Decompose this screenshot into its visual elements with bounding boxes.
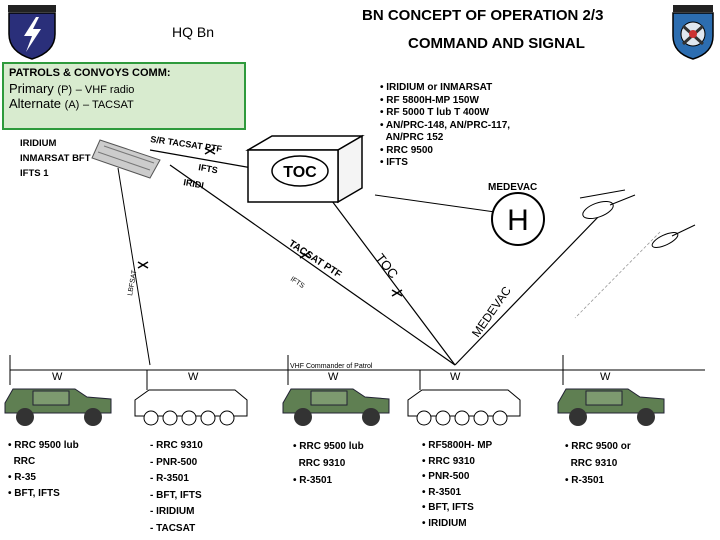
antenna-w: W bbox=[328, 371, 339, 383]
toc-comm-item: • RF 5000 T lub T 400W bbox=[380, 107, 490, 118]
link-arrow bbox=[137, 261, 149, 269]
link-label-toc: TOC bbox=[373, 251, 402, 282]
vehicle-comm-item: • BFT, IFTS bbox=[8, 488, 60, 499]
alternate-code: (A) bbox=[64, 99, 80, 111]
vehicle-comms-list-3: • RRC 9500 lub RRC 9310 • R-3501 bbox=[293, 438, 364, 489]
apc-icon bbox=[134, 370, 248, 426]
primary-line: Primary (P) – VHF radio bbox=[9, 81, 239, 96]
page-title: BN CONCEPT OF OPERATION 2/3 bbox=[362, 7, 604, 24]
helicopter-icon bbox=[579, 189, 636, 220]
link-label-ifts-small: IFTS bbox=[289, 276, 306, 290]
vehicle-comm-item: • RRC 9500 lub bbox=[293, 441, 364, 452]
patrol-comm-box: PATROLS & CONVOYS COMM: Primary (P) – VH… bbox=[2, 62, 246, 130]
alternate-line: Alternate (A) – TACSAT bbox=[9, 96, 239, 111]
satellite-icon bbox=[91, 139, 161, 179]
vehicle-comms-list-2: - RRC 9310 - PNR-500 - R-3501 - BFT, IFT… bbox=[150, 438, 203, 537]
toc-comm-item: • IRIDIUM or INMARSAT bbox=[380, 82, 493, 93]
antenna-w: W bbox=[450, 371, 461, 383]
vehicle-comm-item: • IRIDIUM bbox=[422, 517, 467, 529]
vehicle-comm-item: RRC 9310 bbox=[298, 458, 346, 469]
toc-comm-item: • RF 5800H-MP 150W bbox=[380, 94, 479, 106]
vehicle-comm-item: - RRC 9310 bbox=[150, 440, 203, 451]
unit-logo-right bbox=[670, 4, 716, 60]
link-arrow bbox=[391, 289, 403, 297]
toc-box: TOC bbox=[245, 134, 365, 204]
vehicle-comm-item: • R-35 bbox=[8, 472, 36, 483]
link-line-air bbox=[574, 231, 661, 319]
link-line-medevac-top bbox=[374, 194, 496, 213]
vehicle-comms-list-4: • RF5800H- MP • RRC 9310 • PNR-500 • R-3… bbox=[422, 438, 492, 531]
vehicle-comm-item: - TACSAT bbox=[150, 522, 196, 534]
vehicle-comm-item: • RRC 9310 bbox=[422, 455, 475, 467]
left-comm-item: INMARSAT BFT bbox=[20, 153, 91, 164]
vehicle-comm-item: RRC bbox=[13, 456, 36, 467]
toc-comm-item: AN/PRC 152 bbox=[385, 132, 444, 143]
antenna-w: W bbox=[52, 371, 63, 383]
link-line-toc-left bbox=[117, 167, 151, 366]
link-label-tacsat-ptf: TACSAT PTF bbox=[286, 238, 343, 280]
humvee-icon bbox=[557, 355, 665, 426]
toc-comm-item: • RRC 9500 bbox=[380, 144, 433, 156]
medevac-symbol: H bbox=[507, 204, 529, 237]
vehicle-comm-item: • RRC 9500 or bbox=[565, 441, 631, 452]
humvee-icon bbox=[282, 355, 390, 426]
vehicle-comm-item: - PNR-500 bbox=[150, 456, 198, 468]
medevac-label: MEDEVAC bbox=[488, 182, 537, 193]
vehicle-comm-item: • BFT, IFTS bbox=[422, 502, 474, 513]
hq-label: HQ Bn bbox=[172, 24, 215, 40]
left-comm-item: IFTS 1 bbox=[20, 168, 49, 179]
page-subtitle: COMMAND AND SIGNAL bbox=[408, 35, 585, 52]
unit-logo-left bbox=[6, 4, 58, 60]
antenna-w: W bbox=[188, 371, 199, 383]
link-label-ifts: IFTS bbox=[198, 162, 219, 175]
vehicle-comm-item: • R-3501 bbox=[422, 486, 462, 498]
primary-label: Primary bbox=[9, 81, 54, 96]
humvee-icon bbox=[4, 355, 112, 426]
apc-icon bbox=[407, 370, 521, 426]
left-comms-list: IRIDIUM INMARSAT BFT IFTS 1 bbox=[20, 136, 91, 181]
link-line-medevac bbox=[454, 214, 601, 366]
vhf-commander-label: VHF Commander of Patrol bbox=[290, 363, 373, 370]
link-arrow bbox=[204, 147, 216, 155]
vehicle-comm-item: • R-3501 bbox=[565, 475, 605, 486]
vehicle-comm-item: - R-3501 bbox=[150, 473, 189, 484]
vehicle-comm-item: - IRIDIUM bbox=[150, 506, 195, 517]
link-line-toc-vehicle bbox=[319, 184, 456, 366]
vehicle-comm-item: • PNR-500 bbox=[422, 471, 470, 482]
alternate-label: Alternate bbox=[9, 96, 62, 111]
toc-label: TOC bbox=[283, 164, 317, 181]
vehicle-comm-item: RRC 9310 bbox=[570, 458, 618, 469]
vehicle-comm-item: • R-3501 bbox=[293, 475, 333, 486]
alternate-value: – TACSAT bbox=[82, 99, 134, 111]
link-label-sr-tacsat: S/R TACSAT PTF bbox=[150, 134, 223, 154]
helipad-icon: H bbox=[491, 192, 545, 246]
left-comm-item: IRIDIUM bbox=[20, 138, 57, 149]
patrol-comm-heading: PATROLS & CONVOYS COMM: bbox=[9, 67, 171, 79]
primary-code: (P) bbox=[57, 84, 73, 96]
link-arrow bbox=[299, 251, 311, 259]
link-label-iridi: IRIDI bbox=[183, 177, 205, 190]
toc-comms-list: • IRIDIUM or INMARSAT • RF 5800H-MP 150W… bbox=[380, 82, 510, 170]
helicopter-icon bbox=[651, 224, 696, 248]
vehicle-comms-list-5: • RRC 9500 or RRC 9310 • R-3501 bbox=[565, 438, 631, 489]
antenna-w: W bbox=[600, 371, 611, 383]
link-label-lbfsat: LBFSAT bbox=[127, 269, 139, 296]
toc-comm-item: • IFTS bbox=[380, 157, 408, 168]
vehicle-comm-item: - BFT, IFTS bbox=[150, 489, 202, 501]
link-line-tacsat bbox=[169, 164, 456, 366]
vehicle-comms-list-1: • RRC 9500 lub RRC • R-35 • BFT, IFTS bbox=[8, 438, 79, 502]
vehicle-comm-item: • RRC 9500 lub bbox=[8, 440, 79, 451]
primary-value: – VHF radio bbox=[75, 84, 135, 96]
vehicle-comm-item: • RF5800H- MP bbox=[422, 440, 493, 451]
toc-comm-item: • AN/PRC-148, AN/PRC-117, bbox=[380, 119, 511, 131]
